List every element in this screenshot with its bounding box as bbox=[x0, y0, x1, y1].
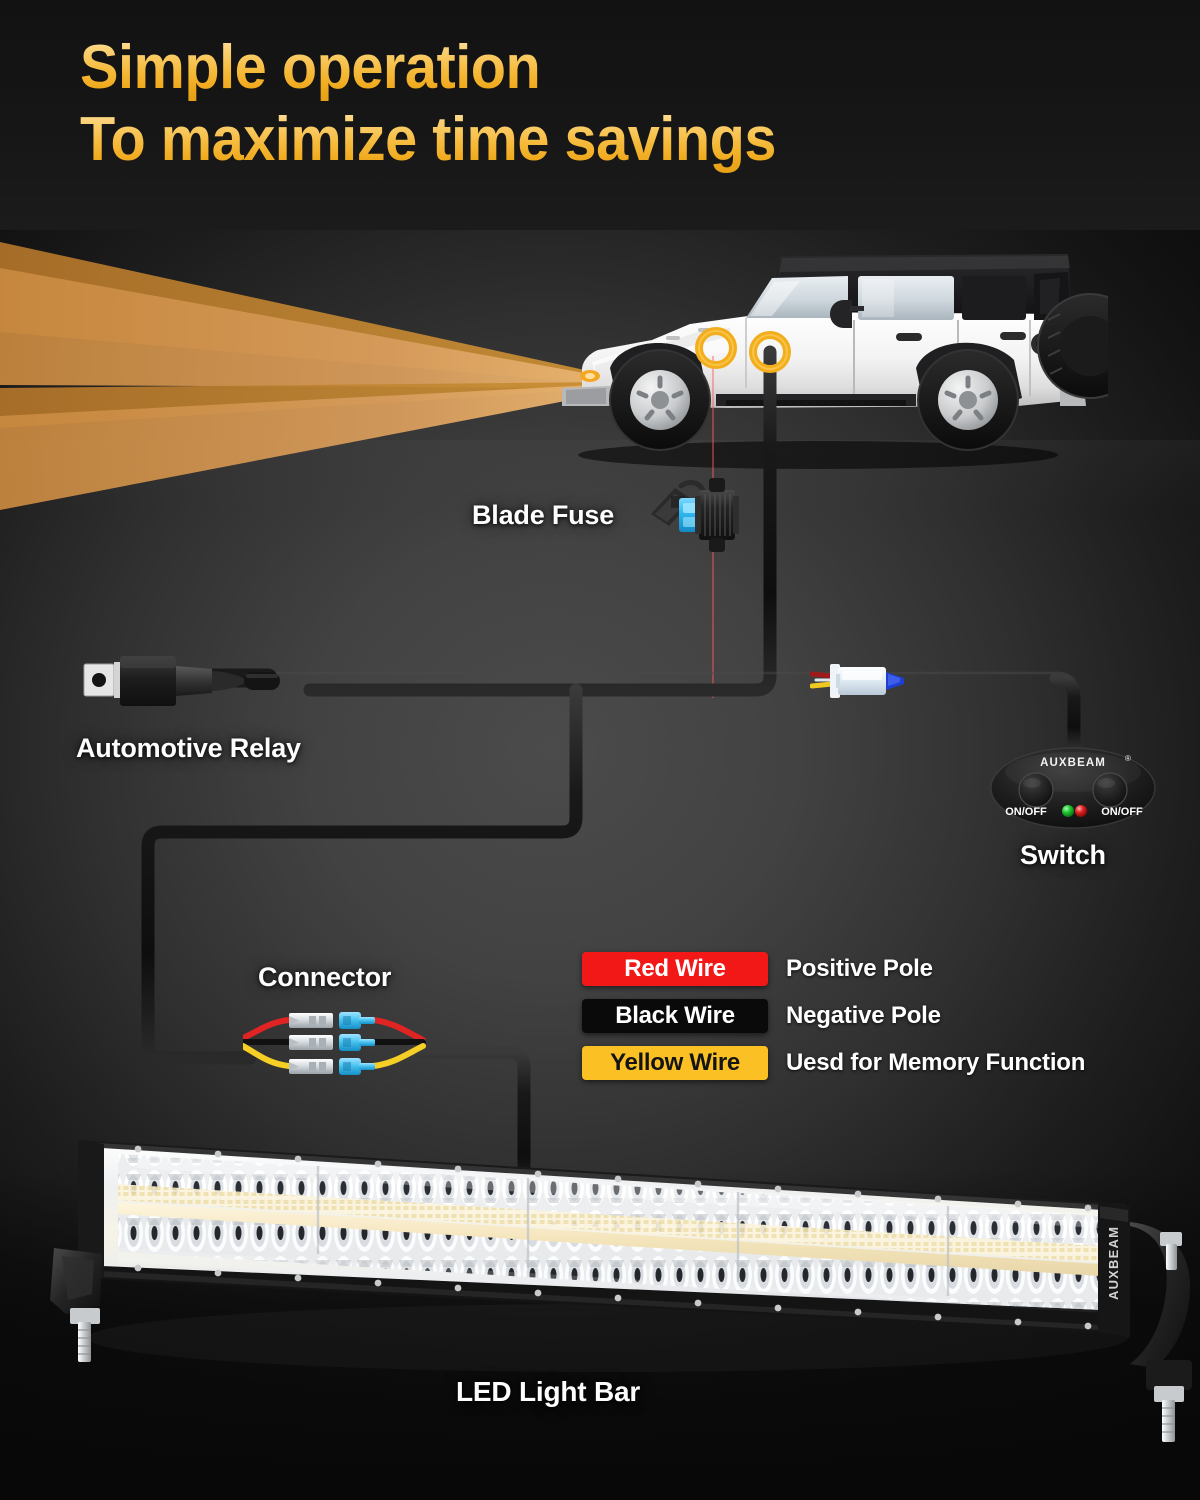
headlight-beams bbox=[0, 242, 630, 510]
housing-screws bbox=[134, 1145, 1092, 1330]
male-spade-terminals bbox=[339, 1012, 375, 1075]
switch-label-right: ON/OFF bbox=[1101, 806, 1143, 818]
legend-badge-red: Red Wire bbox=[582, 952, 768, 986]
switch-cable bbox=[1049, 671, 1081, 753]
legend-row: Black Wire Negative Pole bbox=[582, 999, 1085, 1033]
legend-desc-red: Positive Pole bbox=[786, 955, 933, 982]
label-led-light-bar: LED Light Bar bbox=[456, 1376, 641, 1407]
female-spade-terminals bbox=[289, 1013, 333, 1074]
led-light-bar: AUXBEAM bbox=[50, 1140, 1192, 1442]
led-switch-pod[interactable]: AUXBEAM ® ON/OFF ON/OFF bbox=[988, 742, 1158, 830]
wire-marker-ring-red bbox=[695, 327, 737, 369]
left-end-cap bbox=[78, 1140, 104, 1278]
label-connector: Connector bbox=[258, 962, 392, 992]
inline-harness-connector bbox=[810, 664, 904, 698]
left-mounting-bracket bbox=[50, 1248, 102, 1362]
legend-desc-yellow: Uesd for Memory Function bbox=[786, 1049, 1086, 1076]
legend-row: Yellow Wire Uesd for Memory Function bbox=[582, 1046, 1085, 1080]
rear-wheel bbox=[917, 349, 1019, 451]
headline-block: Simple operation To maximize time saving… bbox=[80, 34, 1140, 174]
light-bar-brand-label: AUXBEAM bbox=[1106, 1226, 1121, 1300]
blade-fuse-holder bbox=[651, 478, 739, 552]
harness-loop-to-connector bbox=[141, 683, 583, 1065]
beam-lower-core bbox=[0, 384, 612, 510]
switch-led-green bbox=[1062, 805, 1074, 817]
switch-led-red bbox=[1075, 805, 1087, 817]
label-blade-fuse: Blade Fuse bbox=[472, 500, 615, 530]
legend-badge-yellow: Yellow Wire bbox=[582, 1046, 768, 1080]
right-mounting-bracket bbox=[1130, 1222, 1192, 1442]
switch-button-right bbox=[1092, 772, 1128, 808]
legend-row: Red Wire Positive Pole bbox=[582, 952, 1085, 986]
front-wheel bbox=[609, 349, 711, 451]
beam-upper-core bbox=[0, 268, 612, 388]
beam-upper-edge bbox=[0, 242, 612, 385]
switch-label-left: ON/OFF bbox=[1005, 806, 1047, 818]
switch-registered-mark: ® bbox=[1125, 754, 1131, 763]
background-top-band bbox=[0, 0, 1200, 230]
wire-marker-ring-black bbox=[749, 331, 791, 373]
automotive-relay bbox=[83, 656, 280, 706]
right-end-cap bbox=[1098, 1202, 1130, 1338]
switch-brand-label: AUXBEAM bbox=[1040, 757, 1106, 769]
label-switch: Switch bbox=[1020, 840, 1106, 870]
switch-button-left bbox=[1018, 772, 1054, 808]
label-automotive-relay: Automotive Relay bbox=[76, 733, 301, 763]
connector-to-lightbar-cable bbox=[413, 1045, 531, 1203]
legend-badge-black: Black Wire bbox=[582, 999, 768, 1033]
headline-line-2: To maximize time savings bbox=[80, 106, 1066, 174]
spade-terminal-connector bbox=[243, 1012, 426, 1075]
headline-line-1: Simple operation bbox=[80, 34, 1066, 102]
wire-color-legend: Red Wire Positive Pole Black Wire Negati… bbox=[582, 952, 1085, 1093]
legend-desc-black: Negative Pole bbox=[786, 1002, 941, 1029]
